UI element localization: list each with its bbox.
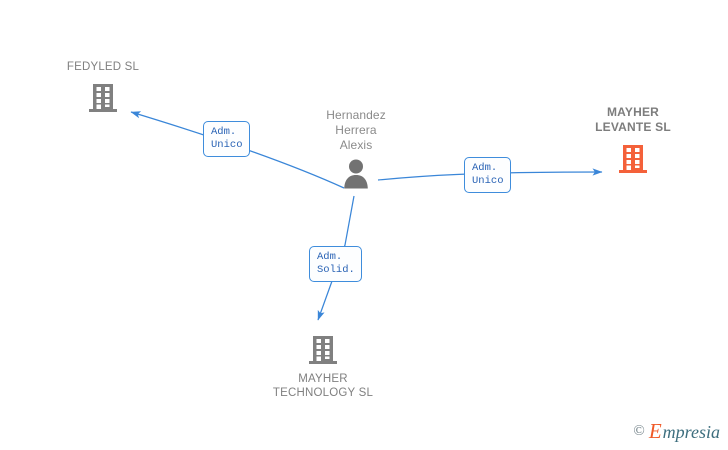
watermark-empresia: © E mpresia	[633, 421, 720, 442]
person-icon	[344, 159, 368, 189]
edge-person-fedyled-line	[130, 111, 345, 189]
node-person-label-line-3: Alexis	[339, 138, 373, 152]
node-fedyled-sl[interactable]: FEDYLED SL	[43, 60, 163, 114]
edge-label-line-2: Unico	[472, 175, 504, 187]
building-icon	[89, 84, 117, 112]
node-person-label-line-1: Hernandez	[326, 108, 386, 122]
node-mayher-levante-sl-label-line-1: MAYHER	[606, 105, 660, 119]
edge-label-line-1: Adm.	[211, 126, 237, 138]
node-person-label-line-2: Herrera	[335, 123, 377, 137]
edge-person-mayher-levante-line	[377, 168, 603, 181]
watermark-brand-name: mpresia	[662, 421, 720, 442]
edge-label-line-2: Solid.	[317, 264, 355, 276]
node-mayher-technology-sl[interactable]: MAYHER TECHNOLOGY SL	[253, 332, 393, 400]
building-icon-highlighted	[619, 145, 647, 173]
node-mayher-levante-sl-label-line-2: LEVANTE SL	[595, 120, 671, 134]
edge-label-line-1: Adm.	[317, 251, 343, 263]
building-icon	[309, 336, 337, 364]
node-fedyled-sl-label: FEDYLED SL	[66, 61, 140, 73]
node-mayher-levante-sl[interactable]: MAYHER LEVANTE SL	[568, 105, 698, 175]
edge-label-adm-solid-mayher-technology[interactable]: Adm. Solid.	[309, 246, 362, 282]
edge-label-line-2: Unico	[211, 139, 243, 151]
copyright-icon: ©	[633, 423, 645, 439]
node-mayher-technology-sl-label-line-2: TECHNOLOGY SL	[272, 387, 374, 399]
node-mayher-technology-sl-label-line-1: MAYHER	[298, 373, 348, 385]
node-person-hernandez-herrera-alexis[interactable]: Hernandez Herrera Alexis	[296, 108, 416, 189]
edge-label-line-1: Adm.	[472, 162, 498, 174]
edge-label-adm-unico-mayher-levante[interactable]: Adm. Unico	[464, 157, 511, 193]
watermark-brand-initial: E	[648, 419, 662, 443]
edge-label-adm-unico-fedyled[interactable]: Adm. Unico	[203, 121, 250, 157]
edge-person-mayher-technology-line	[317, 195, 355, 321]
